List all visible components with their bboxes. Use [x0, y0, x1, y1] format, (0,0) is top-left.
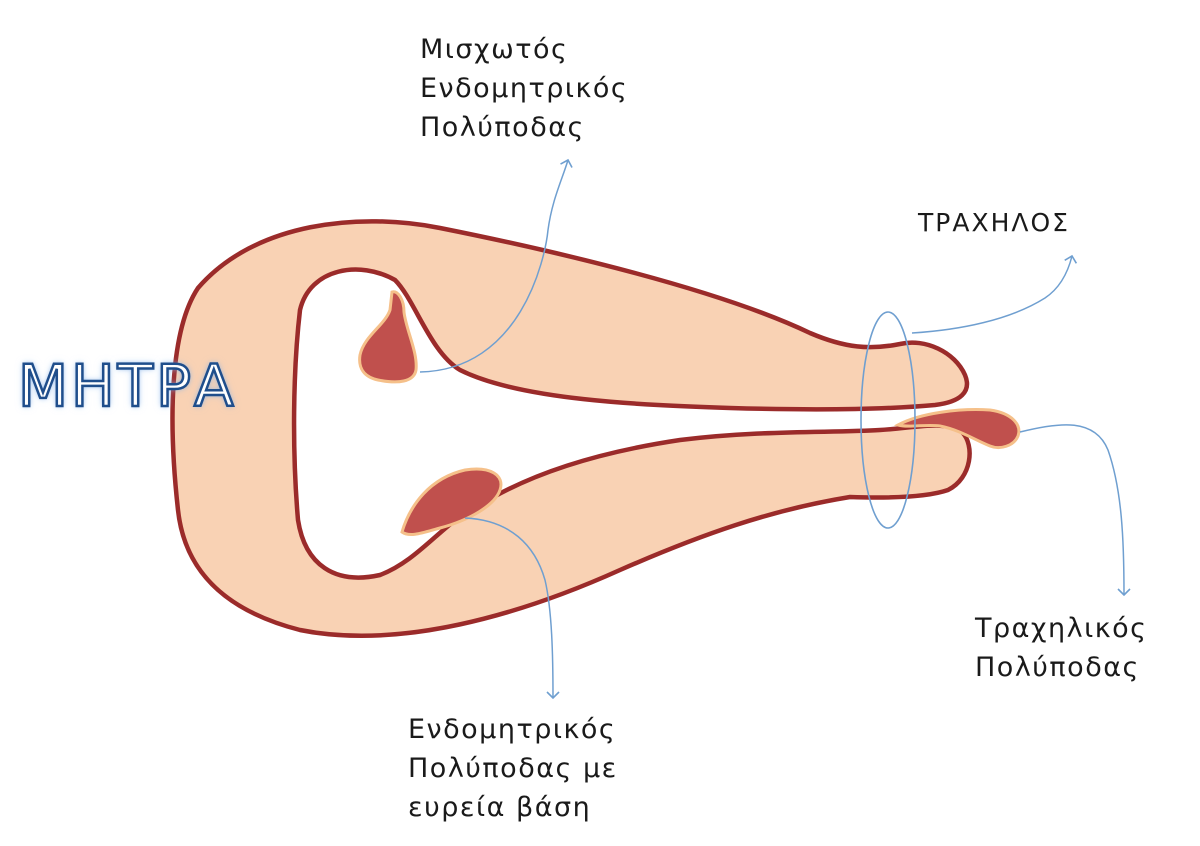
cervical-polyp — [893, 408, 1021, 450]
cervix-ring — [860, 311, 916, 529]
cervical-polyp-label: Τραχηλικός Πολύποδας — [975, 609, 1148, 687]
sessile-label-line-3: ευρεία βάση — [408, 792, 592, 823]
leader-line-cervical — [1019, 424, 1131, 597]
pedunculated-polyp — [358, 290, 418, 384]
pedunculated-label-line-3: Πολύποδας — [420, 112, 585, 143]
sessile-polyp-label: Ενδομητρικός Πολύποδας με ευρεία βάση — [408, 710, 618, 827]
cervical-label-line-2: Πολύποδας — [975, 652, 1140, 683]
sessile-label-line-2: Πολύποδας με — [408, 753, 618, 784]
cervical-label-line-1: Τραχηλικός — [975, 613, 1148, 644]
pedunculated-label-line-1: Μισχωτός — [420, 34, 569, 65]
sessile-label-line-1: Ενδομητρικός — [408, 714, 617, 745]
leader-line-sessile — [464, 517, 560, 700]
cervix-label: ΤΡΑΧΗΛΟΣ — [918, 208, 1070, 237]
leader-line-pedunculated — [419, 158, 573, 373]
uterus-label: ΜΗΤΡΑ — [17, 351, 237, 422]
uterus-body — [170, 219, 972, 638]
sessile-polyp — [400, 467, 503, 536]
leader-line-cervix — [911, 254, 1078, 334]
pedunculated-polyp-label: Μισχωτός Ενδομητρικός Πολύποδας — [420, 30, 628, 147]
pedunculated-label-line-2: Ενδομητρικός — [420, 73, 629, 104]
